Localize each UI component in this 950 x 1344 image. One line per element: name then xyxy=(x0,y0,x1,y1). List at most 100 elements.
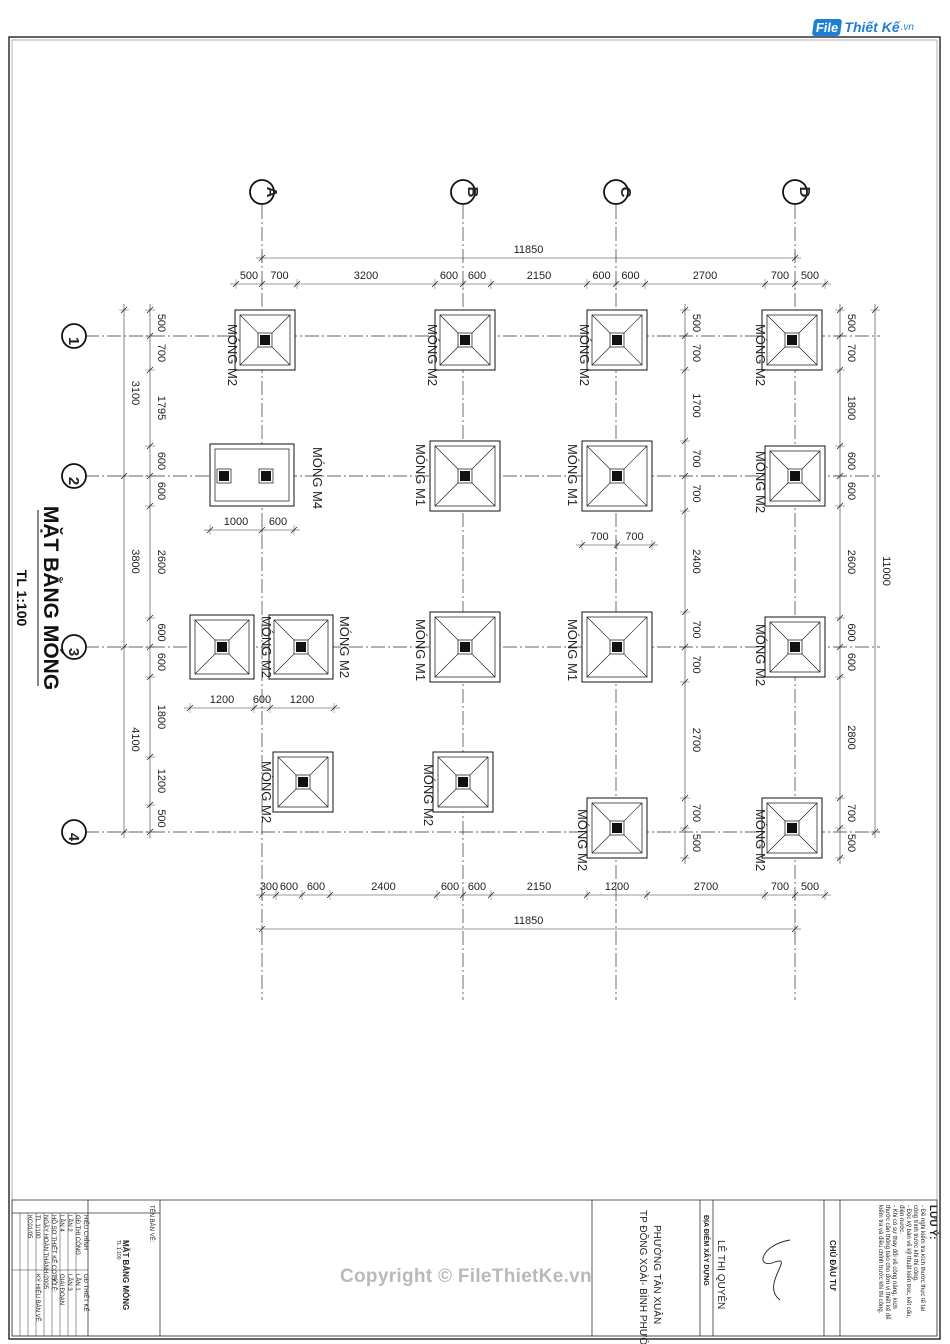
revision-label: LẦN 1 xyxy=(74,1274,81,1291)
grid-head-label-3: 3 xyxy=(65,648,82,656)
footing-step xyxy=(439,314,491,366)
footing-m2-mid-a xyxy=(272,751,334,813)
dim-label-top-total: 11850 xyxy=(514,244,544,256)
dim-label-left-inner: 500 xyxy=(155,809,167,827)
dim-label-top: 500 xyxy=(240,270,258,282)
dim-label-left-inner: 600 xyxy=(155,482,167,500)
dim-label-left-outer: 4100 xyxy=(129,727,141,751)
dim-label-left-outer: 3800 xyxy=(129,549,141,573)
dim-label-inner-c: 2700 xyxy=(690,728,702,752)
grid-head-circle xyxy=(450,179,476,205)
foundation-label: MÓNG M2 xyxy=(421,764,436,826)
note-line: công trình trước khi thi công. xyxy=(912,1205,918,1282)
revision-label: GĐ THIẾT KẾ xyxy=(82,1274,89,1311)
sheet-name-label: TÊN BẢN VẼ: xyxy=(148,1205,156,1243)
footing-step xyxy=(214,448,290,502)
drawing-title: MẶT BẰNG MÓNG xyxy=(39,506,63,690)
dim-label-left-inner: 500 xyxy=(155,314,167,332)
grid-head-circle xyxy=(603,179,629,205)
dim-label-bottom: 2150 xyxy=(527,881,551,893)
dim-label-left-inner: 600 xyxy=(155,653,167,671)
dim-label-left-inner: 1795 xyxy=(155,396,167,420)
dim-label-m3: 1200 xyxy=(210,694,234,706)
dim-label-left-inner: 600 xyxy=(155,623,167,641)
footing-c3 xyxy=(581,611,653,683)
dim-label-top: 3200 xyxy=(354,270,378,282)
dim-label-inner-c: 700 xyxy=(690,655,702,673)
dim-label-inner-c: 700 xyxy=(690,344,702,362)
revision-label: TL 1/100 xyxy=(34,1215,40,1239)
dimension-lines: 11850 500 700 3200 600 600 2150 600 600 2700 700 50… xyxy=(119,244,892,934)
drawing-scale: TL 1:100 xyxy=(14,570,30,627)
dim-label-top: 2700 xyxy=(693,270,717,282)
dim-label-inner-c: 700 xyxy=(690,484,702,502)
dim-label-inner-c: 500 xyxy=(690,834,702,852)
revision-label: HỒ SƠ THIẾT KẾ CƠ SỞ xyxy=(50,1215,57,1285)
foundation-label: MÓNG M2 xyxy=(753,809,768,871)
revision-label: HIỆU CHỈNH xyxy=(82,1215,90,1250)
revision-label: /2005 xyxy=(42,1274,48,1290)
foundation-label: MÓNG M2 xyxy=(225,324,240,386)
dim-label-left-inner: 1800 xyxy=(155,705,167,729)
logo-text: Thiết Kế xyxy=(844,19,900,35)
dim-label-bottom: 2400 xyxy=(371,881,395,893)
dim-label-bottom-total: 11850 xyxy=(514,915,544,927)
footing-b2 xyxy=(429,440,501,512)
footing-step xyxy=(437,756,489,808)
dim-label-c2: 700 xyxy=(590,531,608,543)
dim-label-top: 600 xyxy=(440,270,458,282)
footing-a3-left xyxy=(189,614,255,680)
dim-label-top: 600 xyxy=(468,270,486,282)
footing-d1 xyxy=(761,309,823,371)
title-block xyxy=(11,1199,938,1337)
footing-step xyxy=(434,616,496,678)
dim-label-bottom: 500 xyxy=(801,881,819,893)
grid-head-circle xyxy=(61,463,87,489)
dim-label-left-inner: 2600 xyxy=(155,550,167,574)
dim-label-inner-c: 700 xyxy=(690,449,702,467)
signature xyxy=(762,1239,791,1301)
revision-label: LẦN 3 xyxy=(66,1274,73,1291)
note-line: thước cần thông báo cho đơn vị thiết kế … xyxy=(884,1205,891,1320)
footing-m4 xyxy=(209,443,295,507)
foundation-label: MÓNG M1 xyxy=(565,619,580,681)
foundation-label: MÓNG M2 xyxy=(753,324,768,386)
column xyxy=(460,642,470,652)
dim-label-inner-c: 700 xyxy=(690,620,702,638)
logo-suffix: .vn xyxy=(900,21,914,33)
footing-step xyxy=(591,314,643,366)
column xyxy=(787,335,797,345)
column xyxy=(460,471,470,481)
note-line: - Đề nghị kiểm tra kích thước thực tế tạ… xyxy=(919,1205,926,1311)
copyright-watermark: Copyright © FileThietKe.vn xyxy=(340,1266,592,1287)
dim-label-left-outer: 3100 xyxy=(129,381,141,405)
footing-c1 xyxy=(586,309,648,371)
dim-label-right: 600 xyxy=(845,482,857,500)
dim-label-right: 700 xyxy=(845,804,857,822)
note-line: - Khi có sự thay đổi về công năng, kích xyxy=(891,1205,898,1309)
grid-head-circle xyxy=(61,634,87,660)
notes-title: LƯU Ý: xyxy=(927,1205,940,1239)
footing-d3 xyxy=(764,616,826,678)
dim-label-right: 500 xyxy=(845,314,857,332)
grid-head-circle xyxy=(61,819,87,845)
inner-border xyxy=(11,39,938,1337)
dim-label-left-inner: 1200 xyxy=(155,769,167,793)
watermark-logo: File Thiết Kế .vn xyxy=(811,16,914,38)
dim-label-right: 1800 xyxy=(845,396,857,420)
grid-head-label-d: D xyxy=(796,187,813,198)
footing-c4 xyxy=(586,797,648,859)
column xyxy=(787,823,797,833)
grid-head-label-1: 1 xyxy=(65,337,82,345)
sheet-scale: TL 1:100 xyxy=(115,1240,121,1260)
footing-step xyxy=(769,450,821,502)
note-line: kiểm tra và điều chỉnh trước khi thi côn… xyxy=(877,1205,884,1314)
revision-label: GĐ THI CÔNG xyxy=(74,1215,81,1255)
foundation-label: MÓNG M2 xyxy=(577,324,592,386)
foundation-label: MÓNG M2 xyxy=(259,616,274,678)
footing-d4 xyxy=(761,797,823,859)
dim-label-top: 500 xyxy=(801,270,819,282)
revision-label: TỶ LỆ: xyxy=(50,1274,58,1293)
